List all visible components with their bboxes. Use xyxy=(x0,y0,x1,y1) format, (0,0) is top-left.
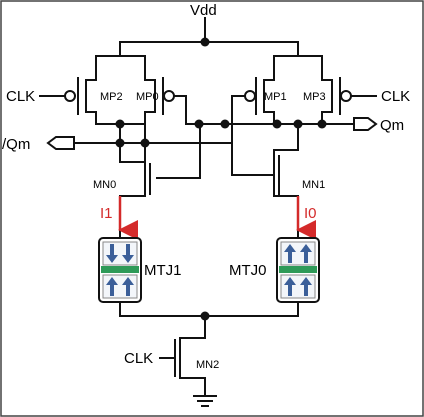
mn1-label: MN1 xyxy=(302,179,325,191)
mp3-label: MP3 xyxy=(303,91,326,103)
mtj1-tunnel-barrier xyxy=(101,266,139,273)
junction-dots xyxy=(115,37,327,321)
mtj1-free-layer xyxy=(102,241,138,266)
clk-left-label: CLK xyxy=(6,88,35,105)
vdd-rail xyxy=(95,17,323,57)
mp2-gate-bubble xyxy=(64,90,76,102)
mtj0-label: MTJ0 xyxy=(229,262,267,279)
mtj1-label: MTJ1 xyxy=(144,262,182,279)
transistor-mn1 xyxy=(273,149,299,241)
qm-bar-port-icon xyxy=(46,136,75,150)
up-arrows-icon xyxy=(106,277,134,296)
vdd-label: Vdd xyxy=(190,2,217,19)
mp0-label: MP0 xyxy=(136,91,159,103)
i0-label: I0 xyxy=(304,205,317,222)
up-arrows-icon xyxy=(284,244,312,263)
transistor-mp2 xyxy=(39,55,97,125)
mp1-label: MP1 xyxy=(264,91,287,103)
cross-coupled-wires xyxy=(156,109,275,179)
transistor-mp1 xyxy=(231,55,275,125)
clk-bottom-label: CLK xyxy=(124,350,153,367)
mn0-label: MN0 xyxy=(93,179,116,191)
up-arrows-icon xyxy=(284,277,312,296)
qm-port-icon xyxy=(353,117,378,131)
transistor-mp3 xyxy=(321,55,377,125)
transistor-mp0 xyxy=(144,55,187,125)
mp0-gate-bubble xyxy=(163,90,175,102)
down-arrows-icon xyxy=(106,244,134,263)
qm-label: Qm xyxy=(380,117,404,134)
mtj0-fixed-layer xyxy=(280,274,316,299)
qm-bar-label: /Qm xyxy=(2,136,30,153)
clk-right-label: CLK xyxy=(381,88,410,105)
mp3-gate-bubble xyxy=(340,90,352,102)
i1-label: I1 xyxy=(100,205,113,222)
mp2-label: MP2 xyxy=(100,91,123,103)
mp1-gate-bubble xyxy=(244,90,256,102)
ground-icon xyxy=(193,395,217,407)
mtj0-free-layer xyxy=(280,241,316,266)
mtj0-device xyxy=(276,237,320,303)
mtj1-device xyxy=(98,237,142,303)
node-qm-bar xyxy=(73,123,233,163)
bottom-net xyxy=(119,299,299,339)
mn2-label: MN2 xyxy=(196,359,219,371)
transistor-mn2 xyxy=(159,337,206,397)
mtj0-tunnel-barrier xyxy=(279,266,317,273)
mtj1-fixed-layer xyxy=(102,274,138,299)
